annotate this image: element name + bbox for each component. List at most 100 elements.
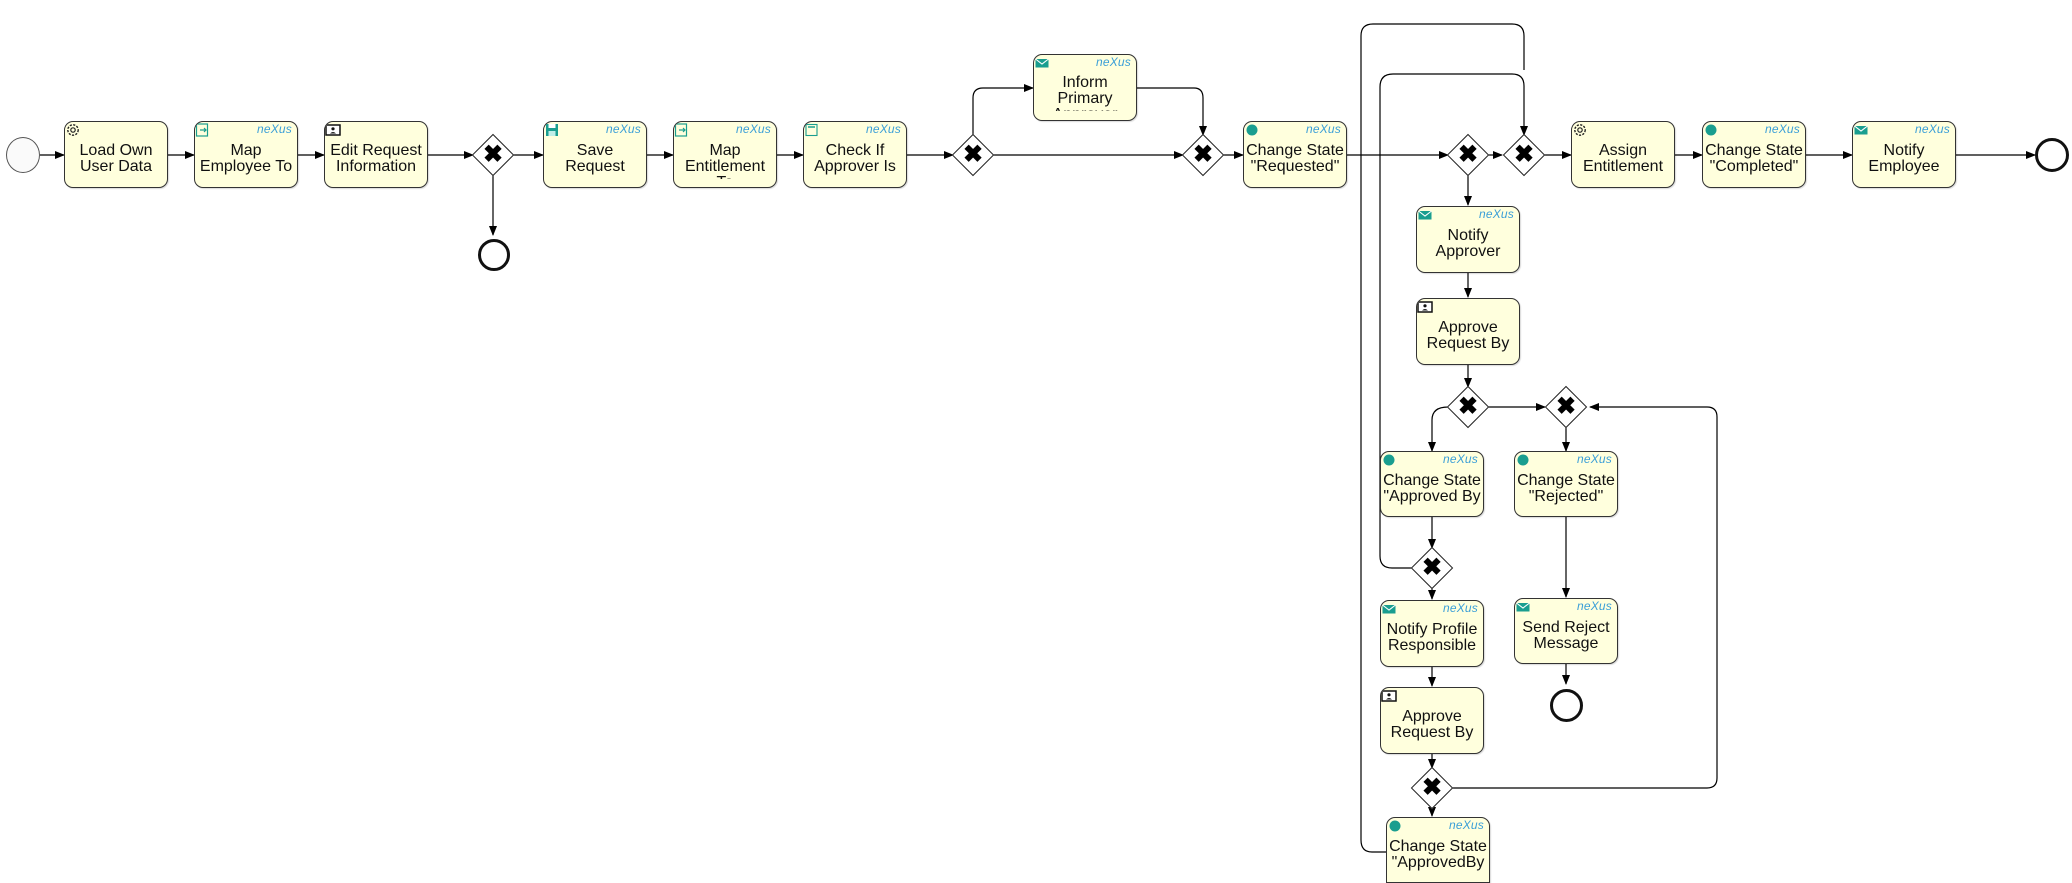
exclusive-gateway[interactable]: ✖ [1410, 766, 1454, 810]
x-icon: ✖ [1421, 774, 1443, 801]
end-event[interactable] [478, 239, 510, 271]
nexus-logo: neXus [1095, 55, 1131, 69]
mail-icon [1516, 602, 1530, 612]
nexus-logo: neXus [1305, 122, 1341, 136]
gear-icon [67, 124, 79, 136]
task-label: Save Request [565, 143, 625, 175]
nexus-logo: neXus [256, 122, 292, 136]
task-change-state-approved-by[interactable]: neXus Change State "Approved By [1380, 451, 1484, 517]
task-approve-request-by[interactable]: Approve Request By [1380, 687, 1484, 754]
state-icon [1383, 454, 1395, 466]
flow [1452, 403, 1718, 789]
task-notify-employee[interactable]: neXus Notify Employee [1852, 121, 1956, 188]
task-change-state-completed[interactable]: neXus Change State "Completed" [1702, 121, 1806, 188]
flow [972, 84, 1034, 135]
check-icon [805, 123, 818, 137]
start-event[interactable] [6, 137, 40, 173]
task-load-own-user-data[interactable]: Load Own User Data [64, 121, 168, 188]
exclusive-gateway[interactable]: ✖ [1502, 133, 1546, 177]
end-event[interactable] [1550, 689, 1583, 722]
flow [1360, 23, 1525, 853]
state-icon [1389, 820, 1401, 832]
mail-icon [1035, 58, 1049, 68]
nexus-logo: neXus [1576, 452, 1612, 466]
task-label: Check If Approver Is [814, 143, 896, 175]
save-icon [546, 124, 558, 136]
nexus-logo: neXus [605, 122, 641, 136]
task-label: Approve Request By [1390, 709, 1474, 741]
x-icon: ✖ [962, 141, 984, 168]
task-approve-request-by[interactable]: Approve Request By [1416, 298, 1520, 365]
flow [1428, 406, 1449, 452]
x-icon: ✖ [1555, 393, 1577, 420]
task-label: Assign Entitlement [1582, 143, 1664, 175]
task-map-employee[interactable]: neXus Map Employee To [194, 121, 298, 188]
task-change-state-rejected[interactable]: neXus Change State "Rejected" [1514, 451, 1618, 517]
task-map-entitlement[interactable]: neXus Map Entitlement To [673, 121, 777, 188]
nexus-logo: neXus [1576, 599, 1612, 613]
task-label: Notify Employee [1868, 143, 1940, 175]
task-edit-request-information[interactable]: Edit Request Information [324, 121, 428, 188]
task-change-state-approvedby[interactable]: neXus Change State "ApprovedBy [1386, 817, 1490, 883]
exclusive-gateway[interactable]: ✖ [1446, 385, 1490, 429]
task-notify-profile-responsible[interactable]: neXus Notify Profile Responsible [1380, 600, 1484, 667]
task-label: Map Entitlement To [684, 143, 766, 179]
task-label: Map Employee To [199, 143, 293, 175]
mail-icon [1854, 125, 1868, 135]
task-label: Send Reject Message [1522, 620, 1610, 652]
end-event[interactable] [2035, 138, 2069, 172]
nexus-logo: neXus [1442, 452, 1478, 466]
x-icon: ✖ [1513, 141, 1535, 168]
task-label: Change State "Approved By [1383, 473, 1481, 505]
task-label: Edit Request Information [330, 143, 422, 175]
task-inform-primary-approver[interactable]: neXus Inform Primary Approver [1033, 54, 1137, 121]
task-change-state-requested[interactable]: neXus Change State "Requested" [1243, 121, 1347, 188]
exclusive-gateway[interactable]: ✖ [1446, 133, 1490, 177]
user-task-icon [1417, 301, 1433, 313]
nexus-logo: neXus [1914, 122, 1950, 136]
task-label: Notify Approver [1435, 228, 1501, 260]
task-save-request[interactable]: neXus Save Request [543, 121, 647, 188]
task-label: Change State "ApprovedBy [1389, 839, 1487, 871]
x-icon: ✖ [1457, 393, 1479, 420]
x-icon: ✖ [482, 141, 504, 168]
task-assign-entitlement[interactable]: Assign Entitlement [1571, 121, 1675, 188]
state-icon [1246, 124, 1258, 136]
nexus-logo: neXus [1442, 601, 1478, 615]
x-icon: ✖ [1421, 554, 1443, 581]
task-notify-approver[interactable]: neXus Notify Approver [1416, 206, 1520, 273]
flow [1379, 73, 1528, 569]
exclusive-gateway[interactable]: ✖ [1410, 546, 1454, 590]
task-label: Change State "Rejected" [1517, 473, 1615, 505]
task-send-reject-message[interactable]: neXus Send Reject Message [1514, 598, 1618, 664]
nexus-logo: neXus [735, 122, 771, 136]
task-label: Load Own User Data [79, 143, 153, 175]
task-check-if-approver[interactable]: neXus Check If Approver Is [803, 121, 907, 188]
mail-icon [1418, 210, 1432, 220]
gear-icon [1574, 124, 1586, 136]
exclusive-gateway[interactable]: ✖ [1181, 133, 1225, 177]
exclusive-gateway[interactable]: ✖ [951, 133, 995, 177]
nexus-logo: neXus [1448, 818, 1484, 832]
mail-icon [1382, 604, 1396, 614]
exclusive-gateway[interactable]: ✖ [471, 133, 515, 177]
nexus-logo: neXus [1764, 122, 1800, 136]
task-label: Change State "Requested" [1246, 143, 1344, 175]
task-label: Notify Profile Responsible [1386, 622, 1478, 654]
nexus-logo: neXus [865, 122, 901, 136]
x-icon: ✖ [1457, 141, 1479, 168]
task-label: Change State "Completed" [1705, 143, 1803, 175]
map-icon [195, 123, 209, 137]
state-icon [1705, 124, 1717, 136]
state-icon [1517, 454, 1529, 466]
exclusive-gateway[interactable]: ✖ [1544, 385, 1588, 429]
flow [1137, 87, 1207, 136]
task-label: Approve Request By [1426, 320, 1510, 352]
task-label: Inform Primary Approver [1053, 75, 1118, 111]
user-task-icon [1381, 690, 1397, 702]
map-icon [674, 123, 688, 137]
nexus-logo: neXus [1478, 207, 1514, 221]
x-icon: ✖ [1192, 141, 1214, 168]
